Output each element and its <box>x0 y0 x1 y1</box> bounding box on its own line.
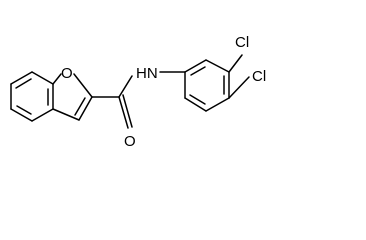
furan-ring <box>52 73 93 121</box>
chlorine-right-label: Cl <box>252 68 266 85</box>
oxygen-ring-label: O <box>61 65 73 82</box>
amine-label: HN <box>136 65 158 82</box>
dichlorophenyl-ring <box>159 54 250 112</box>
amide-linkage <box>91 75 133 129</box>
molecule-structure: O O HN Cl Cl <box>10 34 266 150</box>
chlorine-top-label: Cl <box>235 34 249 51</box>
oxygen-carbonyl-label: O <box>124 133 136 150</box>
benzene-ring-left <box>10 71 54 122</box>
